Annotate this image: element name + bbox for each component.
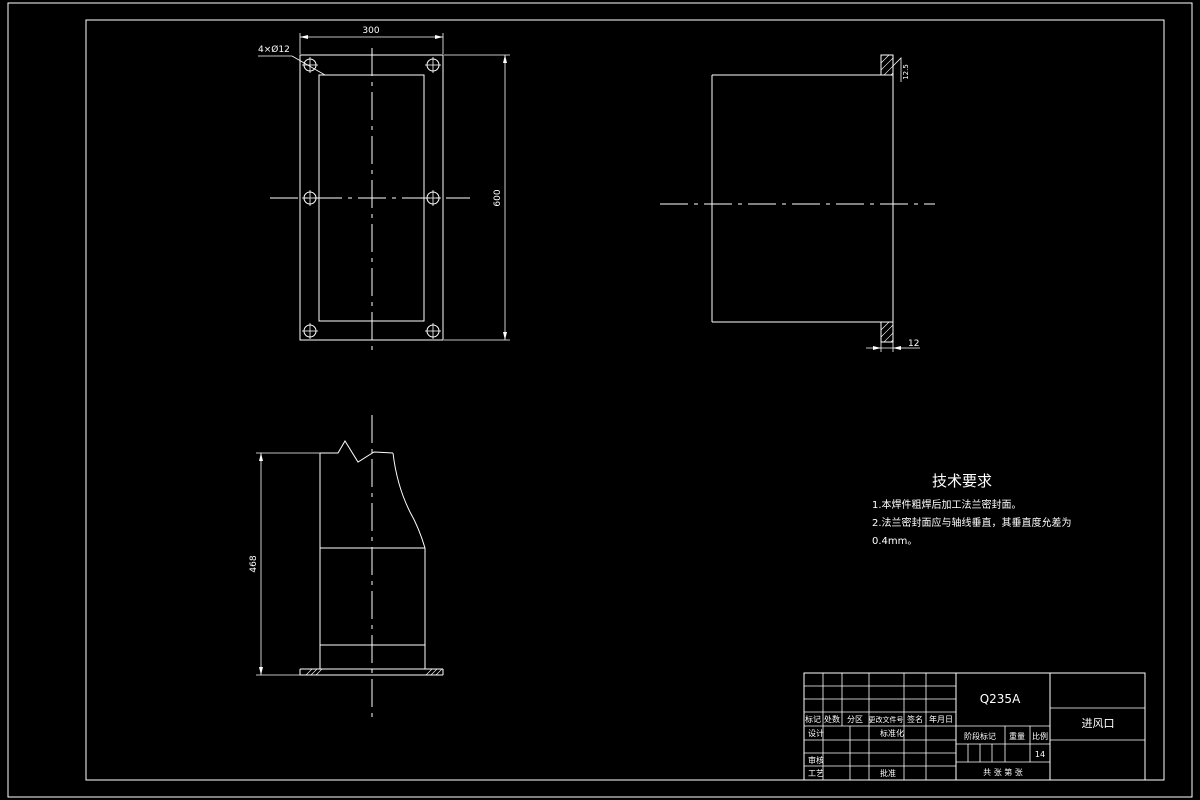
tech-req-title: 技术要求 <box>932 472 992 490</box>
hole-top-right <box>425 57 441 73</box>
hole-callout-text: 4×Ø12 <box>258 44 290 55</box>
height-dimension: 600 <box>444 54 510 341</box>
break-line <box>320 440 394 463</box>
title-block: 标记 处数 分区 更改文件号 签名 年月日 设计 标准化 审核 工艺 批准 Q2… <box>803 672 1146 781</box>
section-height-text: 468 <box>249 555 259 572</box>
surface-roughness-symbol: 12.5 <box>892 57 910 82</box>
tech-req-line-1: 1.本焊件粗焊后加工法兰密封面。 <box>872 498 1022 511</box>
tb-design: 设计 <box>808 728 824 738</box>
hole-mid-left <box>302 190 318 206</box>
tb-scale: 14 <box>1035 750 1045 759</box>
tb-material: Q235A <box>980 692 1021 706</box>
section-height-dimension: 468 <box>249 452 320 676</box>
tech-req-line-3: 0.4mm。 <box>872 536 917 547</box>
front-view: 300 600 4×Ø12 <box>258 26 510 350</box>
outer-frame <box>7 2 1193 798</box>
tb-weight: 重量 <box>1009 731 1025 741</box>
flange-section-bottom <box>880 321 894 343</box>
tb-stage-mark: 阶段标记 <box>964 731 996 741</box>
thickness-dimension: 12 <box>866 339 920 352</box>
section-flange-hatch-right <box>425 668 443 676</box>
hole-callout: 4×Ø12 <box>258 44 326 76</box>
hole-top-left <box>302 57 318 73</box>
flange-section-top <box>880 54 894 76</box>
hole-bottom-right <box>425 323 441 339</box>
width-dimension: 300 <box>299 26 444 54</box>
tb-header-doc: 更改文件号 <box>869 715 904 724</box>
tb-header-count: 处数 <box>824 714 840 724</box>
section-view: 468 <box>249 415 444 720</box>
height-dim-text: 600 <box>493 189 503 206</box>
tb-header-mark: 标记 <box>805 714 821 724</box>
thickness-dim-text: 12 <box>908 339 919 349</box>
surface-mark-text: 12.5 <box>902 64 910 80</box>
tb-standardize: 标准化 <box>880 728 904 738</box>
width-dim-text: 300 <box>362 26 379 36</box>
tb-header-date: 年月日 <box>929 714 953 724</box>
inner-frame <box>85 19 1165 781</box>
hole-bottom-left <box>302 323 318 339</box>
tb-approve: 批准 <box>880 768 896 778</box>
tb-header-zone: 分区 <box>847 715 863 724</box>
transition-contour <box>392 452 426 549</box>
tech-req-line-2: 2.法兰密封面应与轴线垂直，其垂直度允差为 <box>872 516 1072 529</box>
tb-sheets: 共 张 第 张 <box>983 767 1023 777</box>
tb-header-sign: 签名 <box>907 714 923 724</box>
side-view: 12.5 12 <box>660 54 935 352</box>
tb-process: 工艺 <box>808 769 824 778</box>
tb-part-name: 进风口 <box>1082 717 1115 730</box>
tb-review: 审核 <box>808 755 824 765</box>
hole-mid-right <box>425 190 441 206</box>
technical-requirements: 技术要求 1.本焊件粗焊后加工法兰密封面。 2.法兰密封面应与轴线垂直，其垂直度… <box>872 472 1072 547</box>
tb-ratio: 比例 <box>1032 731 1048 741</box>
section-flange-hatch-left <box>305 668 323 676</box>
